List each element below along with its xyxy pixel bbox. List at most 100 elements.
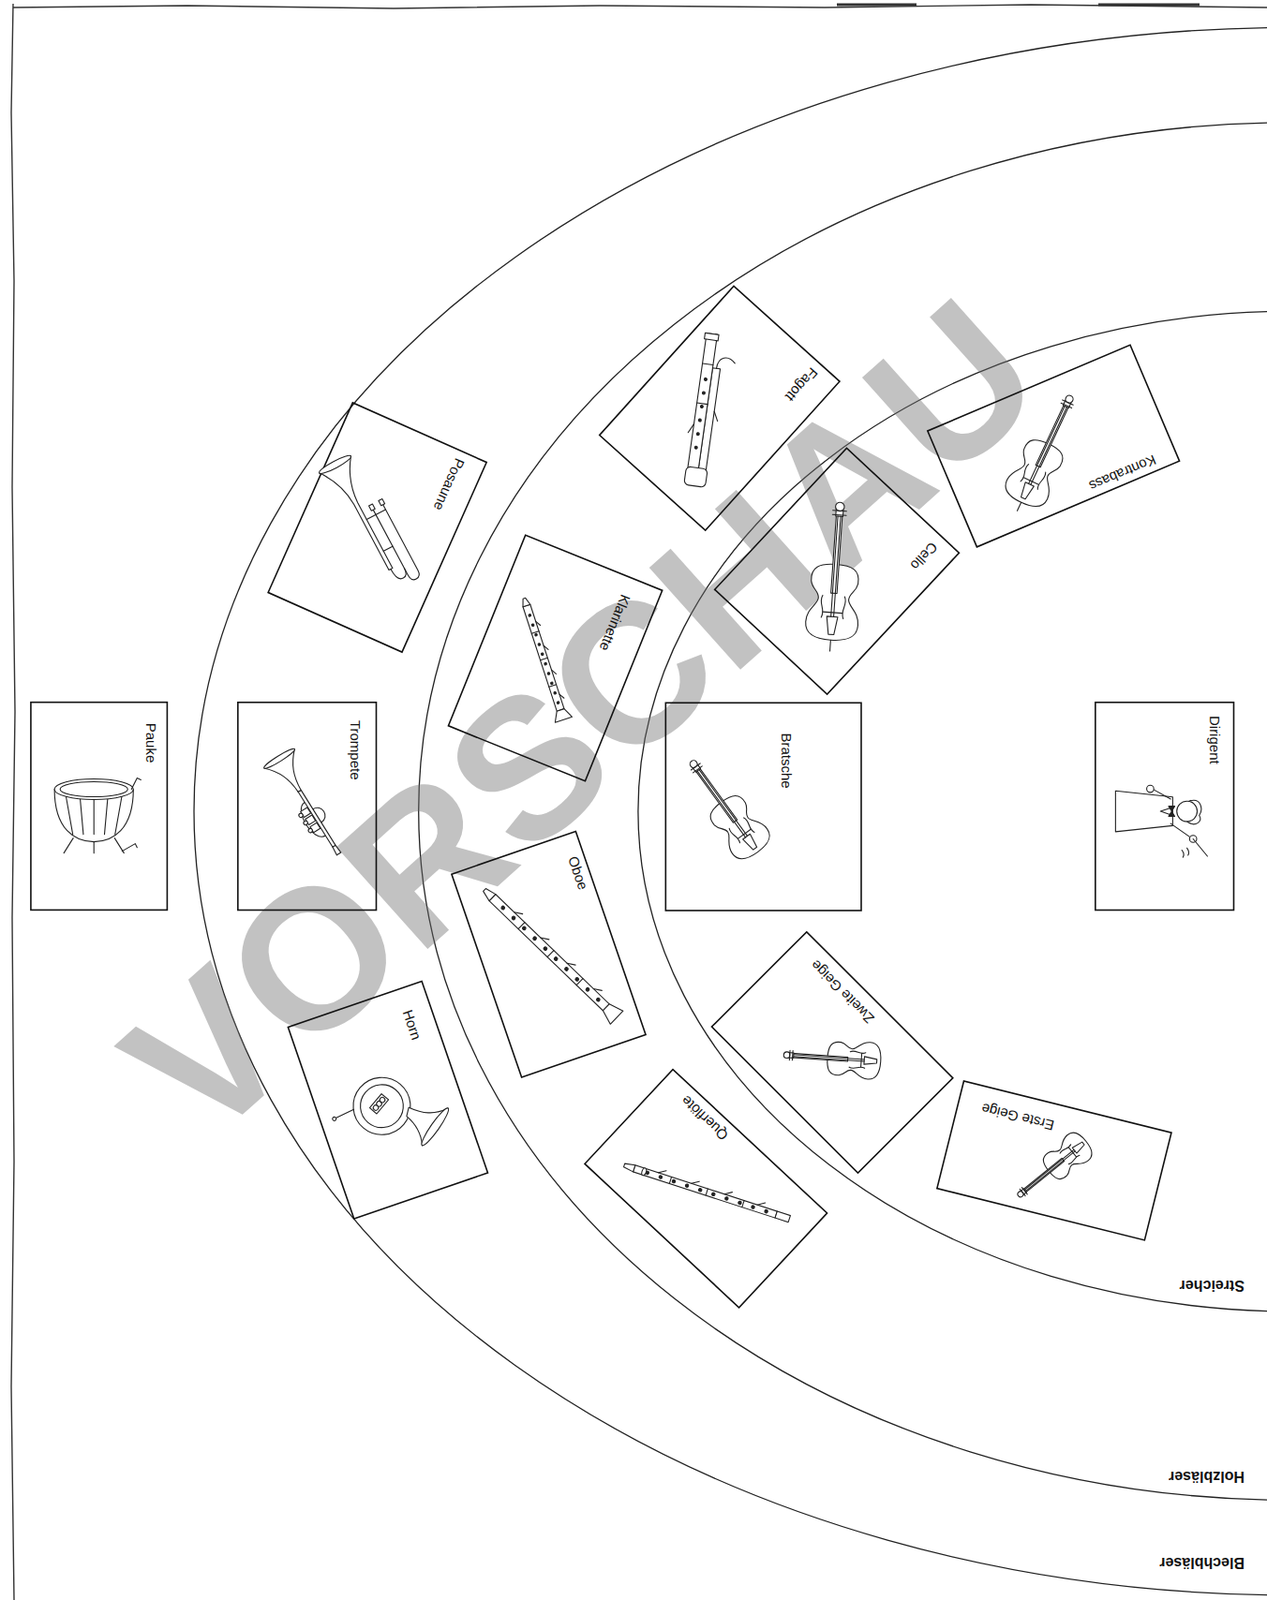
icon-line — [79, 795, 84, 835]
instrument-icon — [622, 1158, 791, 1223]
instrument-icon — [1116, 785, 1208, 858]
instrument-card: Querflöte — [582, 1069, 828, 1311]
card-drawing — [936, 1080, 1173, 1242]
icon-line — [713, 411, 719, 421]
icon-line — [332, 845, 343, 856]
icon-line — [1030, 407, 1068, 486]
icon-part — [378, 499, 386, 507]
icon-line — [480, 886, 495, 901]
icon-line — [757, 1201, 765, 1208]
icon-line — [789, 1050, 791, 1060]
icon-line — [743, 834, 760, 851]
icon-part — [547, 672, 551, 676]
icon-line — [829, 640, 832, 652]
icon-line — [1000, 434, 1069, 513]
instrument-icon — [782, 1036, 882, 1080]
icon-line — [1025, 1149, 1075, 1191]
instrument-card: Bratsche — [665, 701, 863, 911]
icon-line — [860, 1053, 862, 1067]
instrument-name: Cello — [907, 538, 941, 574]
icon-part — [696, 432, 700, 435]
instrument-name: Horn — [399, 1008, 426, 1044]
instrument-name: Kontrabass — [1087, 451, 1160, 495]
icon-line — [1036, 472, 1046, 491]
instrument-card: Dirigent — [1094, 701, 1235, 911]
icon-line — [697, 402, 708, 405]
icon-line — [536, 620, 541, 627]
icon-part — [342, 1066, 423, 1148]
icon-part — [550, 682, 553, 686]
icon-part — [698, 1189, 702, 1193]
card-border — [287, 982, 488, 1221]
icon-line — [599, 1000, 624, 1025]
card-border — [937, 1081, 1172, 1241]
icon-line — [559, 693, 565, 700]
icon-group — [317, 449, 423, 597]
icon-line — [842, 596, 847, 620]
icon-line — [669, 1177, 671, 1185]
card-drawing — [710, 930, 954, 1175]
icon-line — [864, 1057, 878, 1066]
icon-line — [63, 838, 74, 854]
icon-part — [59, 782, 128, 798]
icon-part — [564, 967, 569, 972]
icon-part — [521, 925, 526, 931]
instrument-card: Zweite Geige — [710, 930, 954, 1175]
instrument-icon — [674, 748, 776, 865]
icon-part — [54, 779, 134, 801]
card-border — [450, 831, 645, 1077]
icon-part — [640, 1168, 647, 1178]
icon-line — [1182, 850, 1185, 859]
instrument-icon — [997, 386, 1091, 521]
icon-part — [701, 391, 705, 395]
icon-part — [370, 1094, 389, 1115]
icon-part — [540, 653, 544, 656]
icon-part — [750, 1206, 755, 1210]
instrument-name: Erste Geige — [980, 1100, 1057, 1135]
icon-line — [702, 363, 714, 366]
icon-line — [1026, 1151, 1076, 1193]
icon-line — [697, 771, 746, 838]
icon-line — [335, 1104, 354, 1125]
card-border — [927, 344, 1180, 548]
section-label: Streicher — [1179, 1277, 1245, 1295]
icon-part — [595, 997, 600, 1002]
instrument-icon — [54, 778, 141, 854]
instrument-icon — [515, 596, 572, 723]
icon-line — [1171, 823, 1193, 838]
icon-line — [793, 1054, 865, 1059]
icon-part — [556, 701, 560, 705]
icon-part — [763, 1210, 768, 1215]
instrument-name: Fagott — [782, 364, 822, 406]
icon-part — [302, 820, 309, 827]
instrument-icon — [262, 746, 355, 864]
icon-line — [566, 959, 576, 969]
border-top — [13, 4, 1267, 9]
icon-line — [131, 778, 141, 791]
icon-part — [528, 613, 532, 617]
icon-line — [521, 597, 531, 608]
icon-line — [1168, 806, 1176, 818]
icon-part — [775, 1212, 791, 1224]
icon-part — [418, 1106, 452, 1149]
icon-line — [1017, 502, 1022, 511]
icon-line — [1116, 790, 1174, 833]
icon-part — [489, 894, 610, 1011]
instrument-icon — [1008, 1128, 1097, 1209]
card-border — [238, 702, 377, 911]
icon-part — [737, 1201, 742, 1206]
card-border — [1095, 702, 1235, 911]
icon-line — [704, 789, 776, 865]
instrument-icon — [804, 501, 867, 655]
instrument-name: Querflöte — [677, 1092, 731, 1145]
icon-part — [331, 1117, 338, 1123]
instrument-icon — [331, 1056, 455, 1178]
card-drawing — [582, 1069, 828, 1311]
icon-line — [367, 509, 387, 521]
icon-part — [783, 1051, 791, 1059]
icon-line — [593, 985, 602, 995]
card-border — [30, 702, 167, 911]
icon-part — [544, 662, 548, 666]
icon-part — [500, 905, 506, 910]
